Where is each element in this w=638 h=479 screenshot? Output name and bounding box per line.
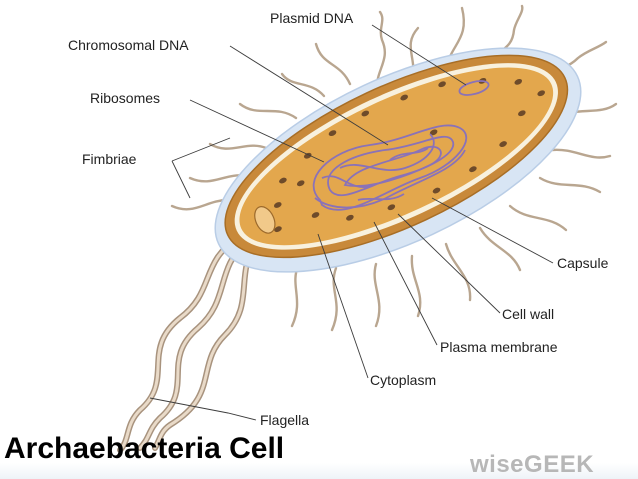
inclusion-body: [254, 206, 276, 234]
label-chromosomal-dna: Chromosomal DNA: [68, 37, 189, 53]
line-chromosomal-dna: [229, 45, 389, 146]
ribosomes: [273, 77, 545, 233]
label-fimbriae: Fimbriae: [82, 151, 137, 167]
line-plasma-membrane: [373, 221, 438, 346]
diagram-title: Archaebacteria Cell: [4, 432, 285, 465]
chromosomal-dna: [312, 124, 468, 211]
leader-lines: [149, 24, 554, 421]
label-ribosomes: Ribosomes: [90, 90, 161, 106]
line-flagella: [149, 397, 257, 421]
line-cytoplasm: [317, 233, 369, 379]
line-capsule: [431, 197, 554, 264]
flagellum-2: [137, 239, 249, 451]
line-fimbriae-2: [171, 160, 191, 199]
bottom-strip: [0, 463, 638, 479]
plasmid-dna: [458, 80, 490, 96]
flagellum-3: [152, 242, 258, 451]
brand-logo: wiseGEEK: [470, 451, 595, 478]
label-plasma-membrane: Plasma membrane: [440, 339, 558, 355]
line-fimbriae-1: [171, 137, 231, 162]
label-cytoplasm: Cytoplasm: [370, 372, 437, 388]
line-ribosomes: [189, 99, 325, 163]
line-cell-wall: [397, 213, 501, 314]
label-flagella: Flagella: [260, 412, 310, 428]
line-plasmid-dna: [371, 24, 467, 86]
label-capsule: Capsule: [557, 255, 609, 271]
label-plasmid-dna: Plasmid DNA: [270, 10, 354, 26]
flagella: [117, 235, 258, 453]
label-cell-wall: Cell wall: [502, 306, 555, 322]
